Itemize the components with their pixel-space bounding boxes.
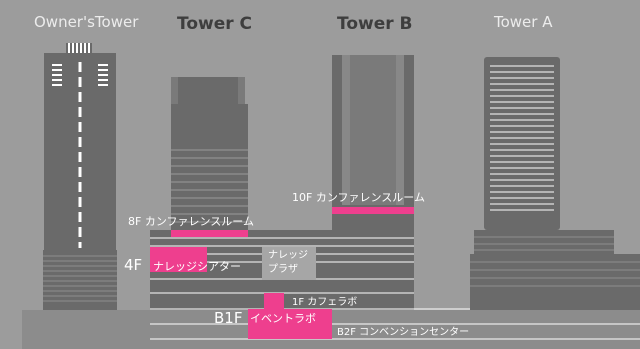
convention-b2f-label: B2F コンベンションセンター (337, 327, 470, 338)
knowledge-plaza-area (262, 247, 316, 280)
event-lab-label: イベントラボ (250, 312, 316, 325)
tower-b-10f-label: 10F カンファレンスルーム (292, 191, 425, 204)
theater-label: ナレッジシアター (153, 260, 241, 273)
theater-highlight (150, 247, 207, 272)
cafe-1f-label: 1F カフェラボ (292, 297, 358, 308)
tower-label-owners: Owner'sTower (34, 13, 139, 31)
highlight-areas (150, 207, 414, 339)
event-lab-highlight (248, 309, 332, 339)
tower-label-a: Tower A (494, 13, 553, 31)
tower-c-8f-highlight (171, 230, 248, 237)
plaza-label-line2: プラザ (268, 264, 298, 275)
tower-a (470, 57, 640, 310)
tower-b (332, 55, 414, 230)
tower-b-10f-highlight (332, 207, 414, 214)
tower-label-c: Tower C (177, 14, 253, 34)
floor-b1f-label: B1F (214, 309, 243, 327)
plaza-label-line1: ナレッジ (268, 250, 308, 261)
floor-4f-label: 4F (124, 256, 143, 274)
tower-c-8f-label: 8F カンファレンスルーム (128, 215, 254, 228)
cafe-highlight (264, 293, 284, 309)
owners-tower (43, 43, 117, 310)
tower-label-b: Tower B (337, 14, 413, 34)
